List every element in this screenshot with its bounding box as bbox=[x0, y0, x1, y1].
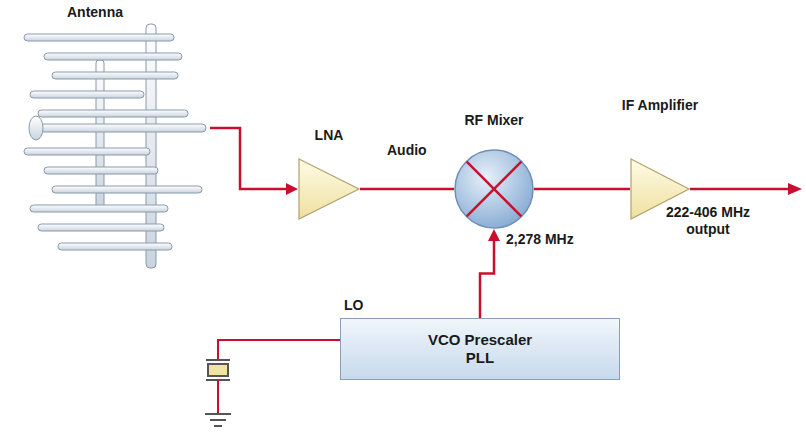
mixer-label: RF Mixer bbox=[464, 112, 524, 129]
signal-line bbox=[360, 189, 454, 190]
block-text: VCO Prescaler PLL bbox=[418, 331, 542, 367]
mixer-circle bbox=[454, 149, 534, 229]
output-label: 222-406 MHz output bbox=[648, 204, 768, 238]
signal-line bbox=[210, 128, 298, 195]
amplifier-label: LNA bbox=[299, 127, 359, 144]
signal-line bbox=[534, 189, 630, 190]
lna-amplifier: LNA bbox=[298, 158, 360, 220]
antenna-node: Antenna bbox=[10, 4, 210, 272]
arrowhead bbox=[488, 229, 500, 241]
block-heading: LO bbox=[344, 297, 363, 314]
signal-label: Audio bbox=[385, 142, 429, 159]
signal-line bbox=[480, 229, 500, 318]
antenna-label: Antenna bbox=[50, 4, 140, 21]
amplifier-label: IF Amplifier bbox=[618, 97, 702, 114]
crystal-circuit bbox=[205, 340, 340, 426]
arrowhead bbox=[286, 183, 298, 195]
signal-label: 2,278 MHz bbox=[504, 231, 576, 248]
rf-mixer: RF Mixer bbox=[454, 149, 534, 229]
yagi-antenna bbox=[24, 24, 206, 268]
amplifier-triangle bbox=[298, 158, 360, 220]
lo-box: LOVCO Prescaler PLL bbox=[340, 318, 620, 380]
output-arrow bbox=[690, 183, 802, 195]
